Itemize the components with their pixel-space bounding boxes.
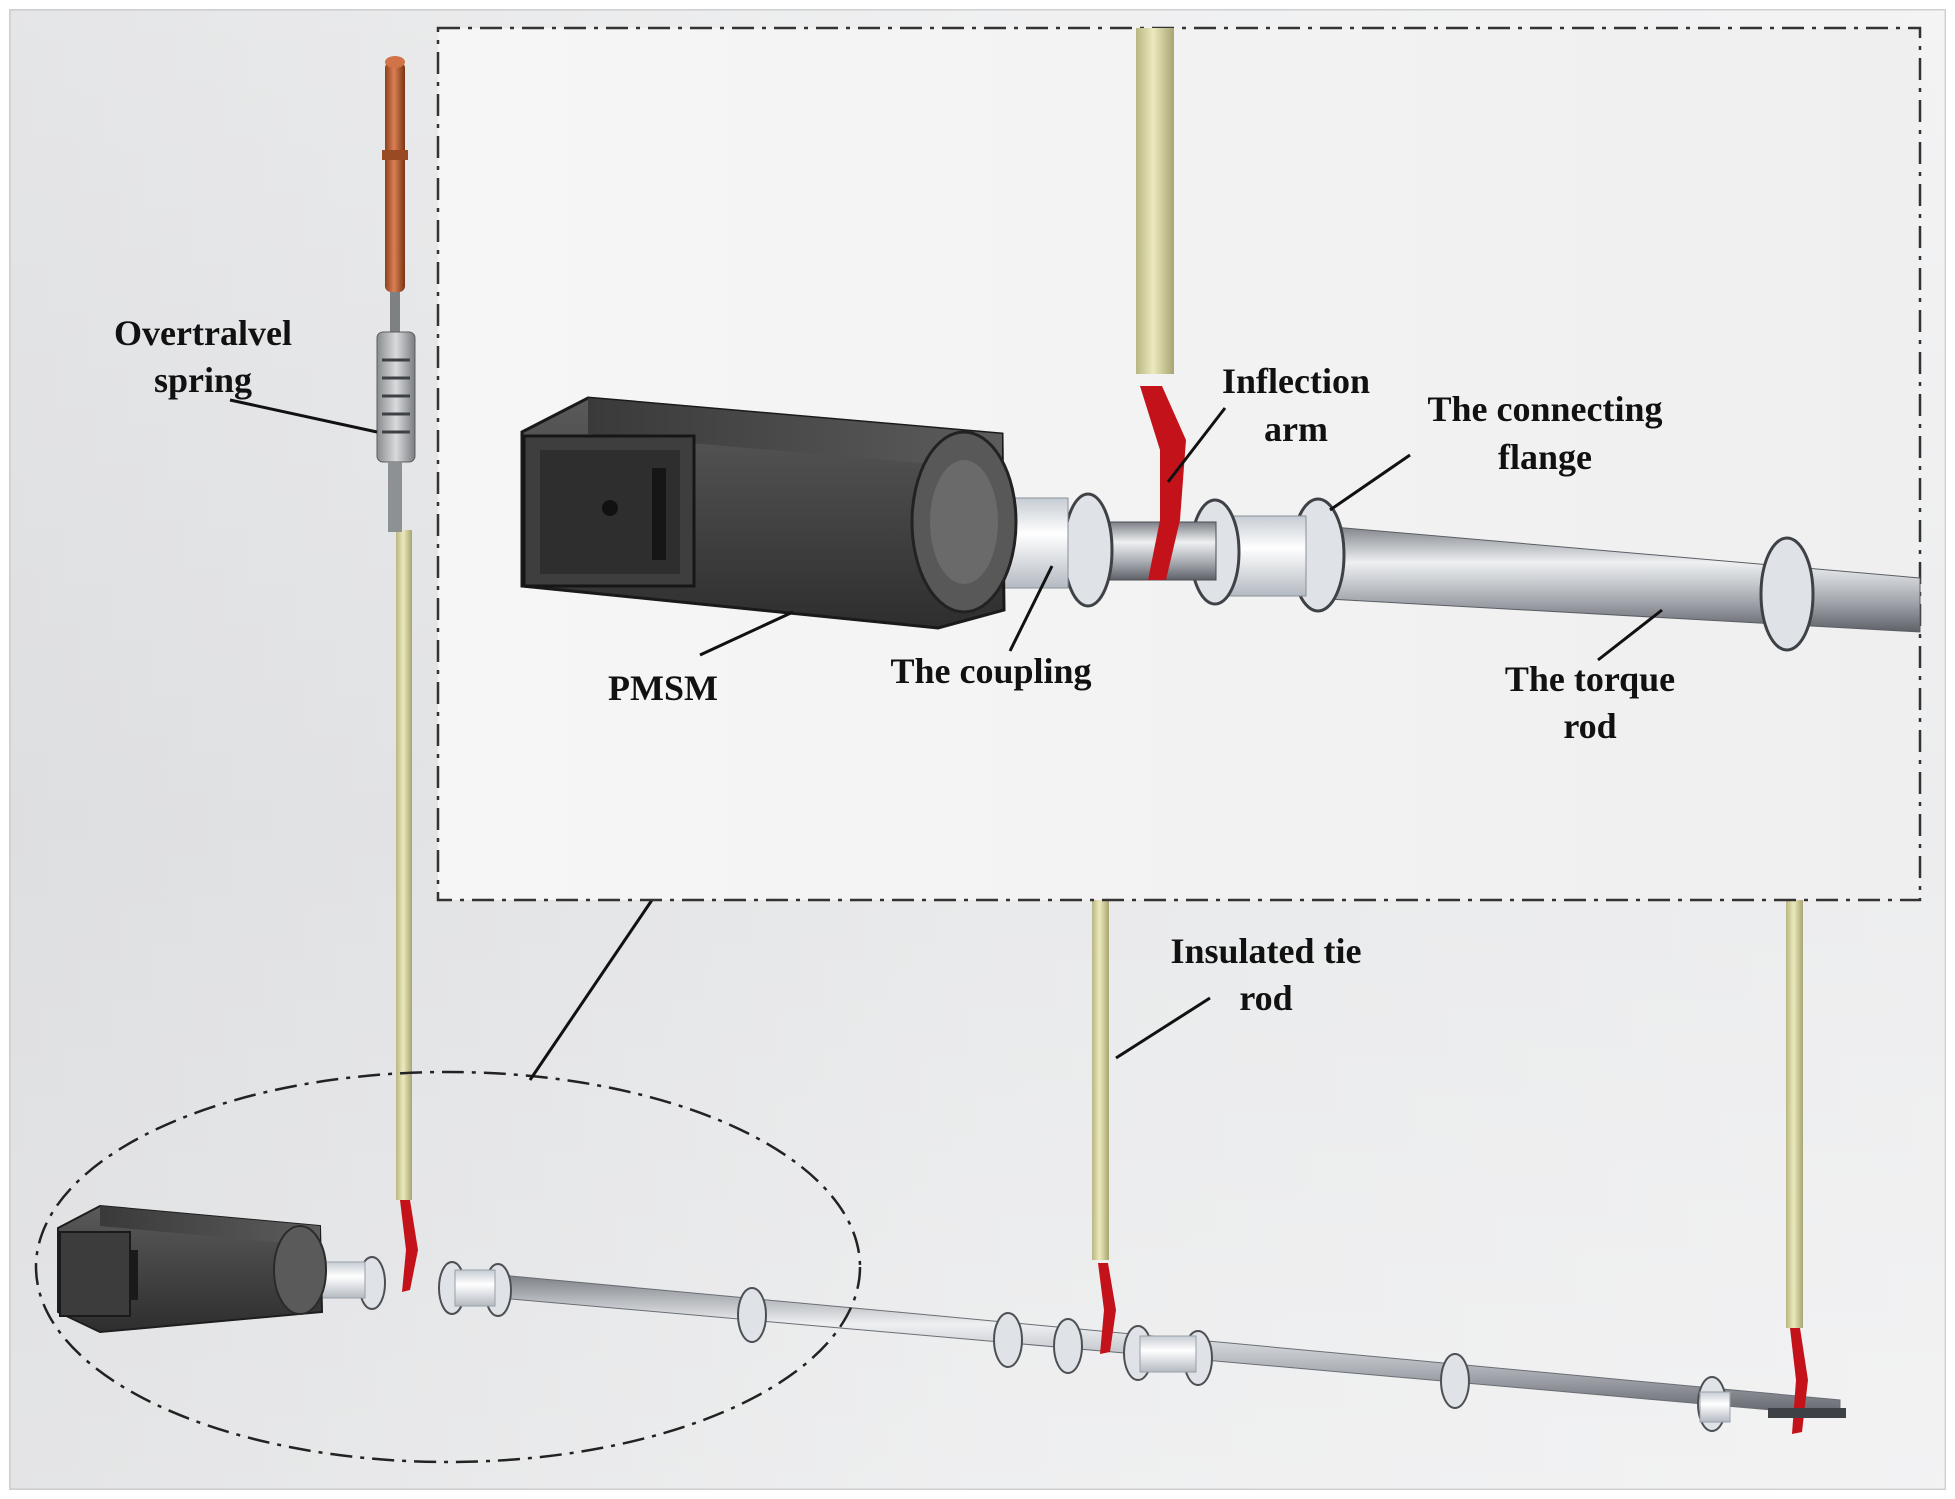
pmsm-motor-large xyxy=(520,396,1018,630)
flange xyxy=(1759,536,1815,652)
zoom-region-ellipse xyxy=(34,1070,862,1464)
insulated-tie-rod xyxy=(1786,900,1803,1328)
coupling xyxy=(454,1269,496,1307)
zoom-connector-line xyxy=(528,899,654,1081)
pmsm-motor-small xyxy=(57,1204,327,1334)
label-insulated-tie-rod-1: Insulated tie xyxy=(1170,931,1361,971)
main-assembly xyxy=(57,56,1846,1434)
flange xyxy=(737,1287,767,1343)
label-overtravel-spring-2: spring xyxy=(154,360,252,400)
label-inflection-arm-1: Inflection xyxy=(1222,361,1370,401)
leader-pmsm xyxy=(699,610,794,657)
label-overtravel-spring-1: Overtralvel xyxy=(114,313,292,353)
inflection-arm xyxy=(400,1200,418,1292)
copper-contact xyxy=(385,62,405,292)
label-connecting-flange-2: flange xyxy=(1498,437,1592,477)
label-inflection-arm-2: arm xyxy=(1264,409,1328,449)
leader-connecting-flange xyxy=(1329,453,1411,512)
leader-inflection-arm xyxy=(1166,407,1227,483)
leader-coupling xyxy=(1008,565,1054,652)
insulated-tie-rod xyxy=(1092,900,1109,1260)
leader-overtravel-spring xyxy=(229,398,378,434)
label-torque-rod-2: rod xyxy=(1563,706,1616,746)
inflection-arm xyxy=(1098,1263,1116,1354)
coupling xyxy=(1699,1391,1731,1423)
label-connecting-flange-1: The connecting xyxy=(1427,389,1662,429)
rod-end-fitting xyxy=(1768,1408,1846,1418)
label-pmsm: PMSM xyxy=(608,668,718,708)
flange xyxy=(1062,492,1114,608)
flange xyxy=(1440,1353,1470,1409)
overtravel-spring-assembly xyxy=(376,56,416,532)
flange xyxy=(993,1312,1023,1368)
labels: Overtralvel spring Inflection arm The co… xyxy=(114,313,1675,1018)
insulated-tie-rod-large xyxy=(1136,28,1174,374)
label-coupling: The coupling xyxy=(890,651,1091,691)
flange xyxy=(1053,1318,1083,1374)
coupling xyxy=(1139,1335,1197,1373)
leader-torque-rod xyxy=(1597,608,1663,662)
insulated-tie-rod xyxy=(396,530,412,1200)
inflection-arm-large xyxy=(1140,386,1186,580)
leader-insulated-tie-rod xyxy=(1115,996,1211,1060)
label-torque-rod-1: The torque xyxy=(1505,659,1675,699)
label-insulated-tie-rod-2: rod xyxy=(1239,978,1292,1018)
inflection-arm xyxy=(1790,1328,1808,1434)
zoom-inset xyxy=(436,26,1922,902)
